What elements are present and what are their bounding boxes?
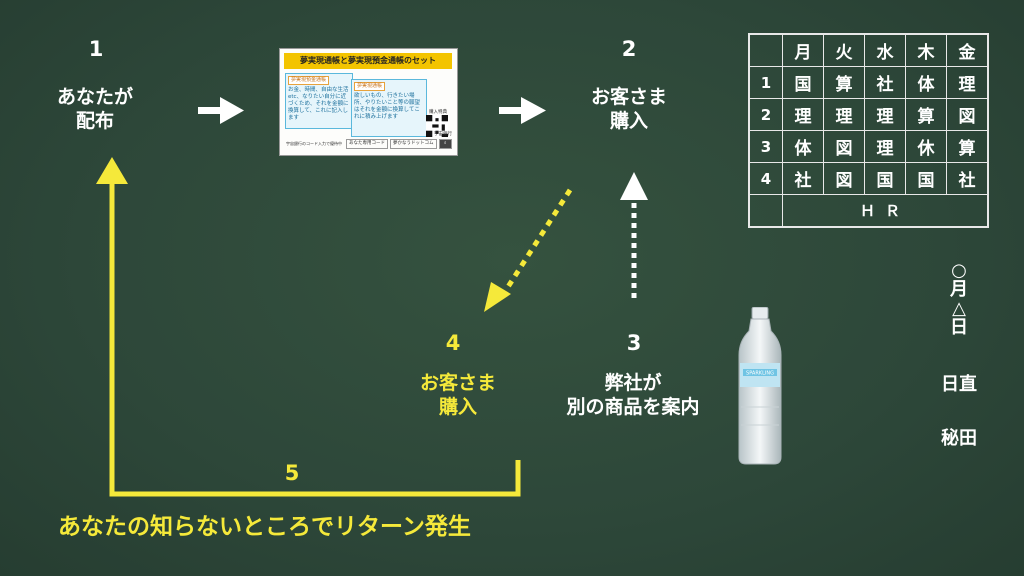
timetable-header-row: 月 火 水 木 金 <box>748 33 989 67</box>
return-arrowhead <box>96 157 128 184</box>
day-header: 木 <box>905 33 947 67</box>
day-header: 火 <box>823 33 865 67</box>
subject-cell: 休 <box>905 130 947 163</box>
arrow-card-to-2 <box>499 97 546 124</box>
card-box-deposit-title: 夢実現預金通帳 <box>288 76 330 85</box>
card-box-deposit: 夢実現預金通帳 お金、時間、自由な生活etc、なりたい自分に近づくため、それを金… <box>285 73 353 129</box>
bottle-label: SPARKLING <box>746 371 774 377</box>
subject-cell: 体 <box>905 66 947 99</box>
subject-cell: 理 <box>782 98 824 131</box>
duty-name: 秘田 <box>941 428 977 449</box>
step-4-label: お客さま 購入 <box>419 372 496 418</box>
subject-cell: 社 <box>864 66 906 99</box>
timetable: 月 火 水 木 金 1 国 算 社 体 理 2 理 理 理 算 図 3 体 図 … <box>748 33 989 228</box>
hr-corner <box>748 194 783 228</box>
day-char: 日 <box>950 316 968 338</box>
timetable-row: 2 理 理 理 算 図 <box>748 98 989 131</box>
search-icon: ⌕ <box>438 139 452 149</box>
step-3-number: 3 <box>626 331 642 355</box>
card-box-dream: 夢実現通帳 欲しいもの、行きたい場所、やりたいこと等の願望はそれを金額に換算して… <box>351 79 427 137</box>
subject-cell: 国 <box>782 66 824 99</box>
return-caption: あなたの知らないところでリターン発生 <box>58 514 471 540</box>
product-card: 夢実現通帳と夢実現預金通帳のセット 夢実現預金通帳 お金、時間、自由な生活etc… <box>279 48 458 156</box>
step-5-number: 5 <box>284 461 300 485</box>
timetable-row: 3 体 図 理 休 算 <box>748 130 989 163</box>
step-3-label: 弊社が 別の商品を案内 <box>566 372 700 418</box>
step-2-label: お客さま 購入 <box>590 86 667 132</box>
card-banner: 夢実現通帳と夢実現預金通帳のセット <box>284 53 452 69</box>
subject-cell: 社 <box>782 162 824 195</box>
timetable-corner <box>748 33 783 67</box>
qr-label: 購入特典 <box>429 110 447 115</box>
card-bank-label: 宇宙銀行 <box>434 132 452 137</box>
subject-cell: 社 <box>946 162 989 195</box>
period-label: 4 <box>748 162 783 195</box>
day-header: 水 <box>864 33 906 67</box>
timetable-row: 1 国 算 社 体 理 <box>748 66 989 99</box>
subject-cell: 国 <box>905 162 947 195</box>
return-arrow <box>109 180 521 497</box>
homeroom-cell: ＨＲ <box>782 194 989 228</box>
qr-code: 購入特典 <box>426 109 450 139</box>
card-box-dream-title: 夢実現通帳 <box>354 82 386 91</box>
subject-cell: 図 <box>946 98 989 131</box>
timetable-hr-row: ＨＲ <box>748 194 989 228</box>
subject-cell: 理 <box>823 98 865 131</box>
period-label: 3 <box>748 130 783 163</box>
subject-cell: 算 <box>823 66 865 99</box>
water-bottle-icon: SPARKLING <box>738 307 782 465</box>
card-box-deposit-text: お金、時間、自由な生活etc、なりたい自分に近づくため、それを金額に換算して、こ… <box>288 86 349 122</box>
step-1-number: 1 <box>88 37 104 61</box>
subject-cell: 算 <box>946 130 989 163</box>
month-mark: ○ <box>951 260 967 281</box>
subject-cell: 理 <box>864 98 906 131</box>
subject-cell: 理 <box>946 66 989 99</box>
card-footer: 宇宙銀行のコード入力で優待中 あなた専用コード 夢かなうドットコム ⌕ <box>284 139 452 149</box>
card-footer-site: 夢かなうドットコム <box>390 139 437 149</box>
day-header: 金 <box>946 33 989 67</box>
arrow-3-to-2 <box>620 172 648 298</box>
day-mark: △ <box>952 297 966 319</box>
day-header: 月 <box>782 33 824 67</box>
qr-icon <box>426 115 448 137</box>
subject-cell: 図 <box>823 130 865 163</box>
subject-cell: 算 <box>905 98 947 131</box>
card-box-dream-text: 欲しいもの、行きたい場所、やりたいこと等の願望はそれを金額に換算してこれに積み上… <box>354 92 421 120</box>
duty-label: 日直 <box>941 374 977 395</box>
subject-cell: 理 <box>864 130 906 163</box>
step-1-label: あなたが 配布 <box>56 86 133 132</box>
subject-cell: 図 <box>823 162 865 195</box>
arrow-1-to-card <box>198 97 244 124</box>
step-4-number: 4 <box>445 331 461 355</box>
arrow-to-4 <box>484 188 573 312</box>
timetable-row: 4 社 図 国 国 社 <box>748 162 989 195</box>
period-label: 2 <box>748 98 783 131</box>
date-label: ○ 月 △ 日 <box>944 260 974 338</box>
card-footer-note: 宇宙銀行のコード入力で優待中 <box>286 141 342 146</box>
month-char: 月 <box>950 278 968 300</box>
period-label: 1 <box>748 66 783 99</box>
subject-cell: 体 <box>782 130 824 163</box>
card-footer-code: あなた専用コード <box>346 139 388 149</box>
step-2-number: 2 <box>621 37 637 61</box>
subject-cell: 国 <box>864 162 906 195</box>
